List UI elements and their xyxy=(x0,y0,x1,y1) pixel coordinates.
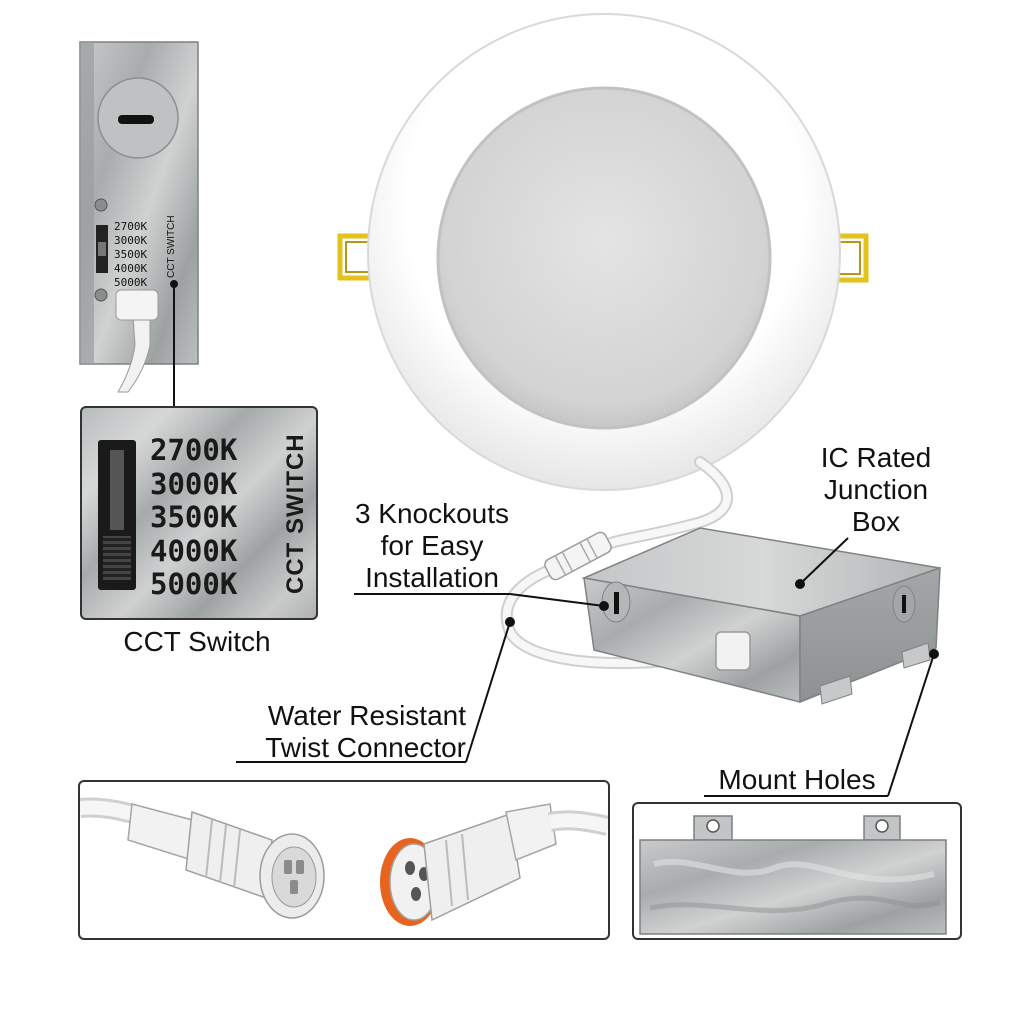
side-cct-4000k: 4000K xyxy=(114,262,148,275)
cct-switch-caption: CCT Switch xyxy=(123,626,271,657)
side-cct-5000k: 5000K xyxy=(114,276,148,289)
twist-connector-line-1: Water Resistant xyxy=(267,700,466,731)
cct-slide-switch xyxy=(98,440,136,590)
male-connector xyxy=(127,803,325,919)
twist-connector-label: Water Resistant Twist Connector xyxy=(216,700,466,764)
junction-box-line-1: IC Rated xyxy=(820,442,932,473)
knockouts-line-3: Installation xyxy=(365,562,499,593)
junction-box-label: IC Rated Junction Box xyxy=(800,442,952,538)
side-view-cct-list: 2700K 3000K 3500K 4000K 5000K xyxy=(114,220,147,290)
leader-lines xyxy=(236,537,939,797)
knockouts-line-2: for Easy xyxy=(380,530,484,561)
side-view-cct-title: CCT SWITCH xyxy=(166,215,177,278)
twist-connector-line-2: Twist Connector xyxy=(265,732,466,763)
side-cct-2700k: 2700K xyxy=(114,220,148,233)
cct-option-2700k: 2700K xyxy=(150,433,238,467)
cct-option-4000k: 4000K xyxy=(150,533,238,568)
knockouts-line-1: 3 Knockouts xyxy=(354,498,510,529)
cct-option-5000k: 5000K xyxy=(150,567,238,601)
junction-box-side-view xyxy=(79,41,199,393)
knockouts-label: 3 Knockouts for Easy Installation xyxy=(338,498,526,594)
twist-connector-inline xyxy=(544,531,612,581)
junction-box xyxy=(581,527,941,705)
junction-box-line-2: Junction xyxy=(823,474,929,505)
mount-holes-label: Mount Holes xyxy=(718,764,876,795)
cct-switch-slot xyxy=(110,450,124,530)
side-cct-3500k: 3500K xyxy=(114,248,148,261)
junction-box-line-3: Box xyxy=(851,506,901,537)
cct-option-3000k: 3000K xyxy=(150,466,238,501)
mount-holes-detail xyxy=(639,815,947,935)
leader-line-cct xyxy=(170,280,178,408)
female-connector xyxy=(380,803,557,926)
twist-connector-detail xyxy=(80,797,608,926)
recessed-downlight xyxy=(337,13,869,491)
cct-option-3500k: 3500K xyxy=(150,500,238,534)
mount-holes-zoom-panel xyxy=(632,802,962,940)
cct-switch-knob xyxy=(103,536,131,580)
cct-switch-zoom-panel: 2700K 3000K 3500K 4000K 5000K CCT SWITCH xyxy=(80,406,318,620)
twist-connector-zoom-panel xyxy=(78,780,610,940)
side-cct-3000k: 3000K xyxy=(114,234,148,247)
